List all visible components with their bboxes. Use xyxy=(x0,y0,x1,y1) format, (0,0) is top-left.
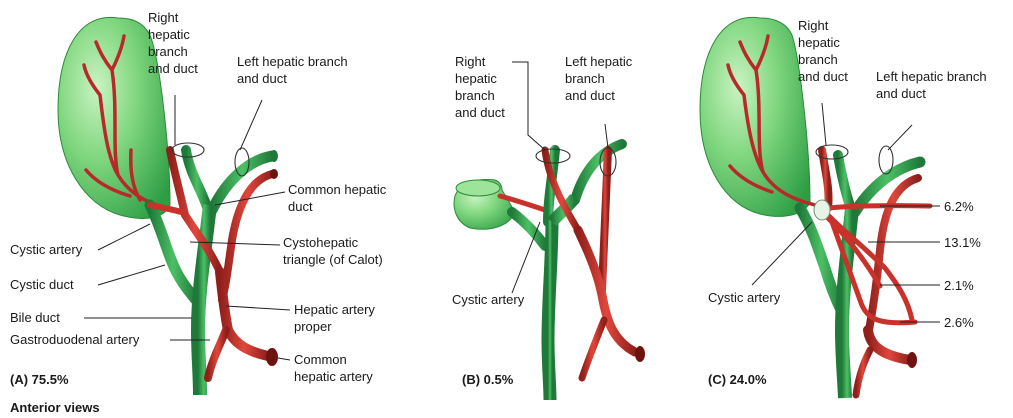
label-gastroduodenal: Gastroduodenal artery xyxy=(10,332,140,347)
gastroduodenal-artery xyxy=(582,320,604,378)
label-common-hepatic-artery: Common hepatic artery xyxy=(294,352,373,384)
gastroduodenal-artery xyxy=(208,330,226,378)
label-right-hepatic: Right hepatic branch and duct xyxy=(798,18,848,84)
panel-b: Right hepatic branch and duct Left hepat… xyxy=(452,54,645,400)
artery-end xyxy=(907,352,917,368)
label-right-hepatic: Right hepatic branch and duct xyxy=(455,54,505,120)
footer: Anterior views xyxy=(10,400,100,415)
leader xyxy=(822,103,826,145)
caption-c: (C) 24.0% xyxy=(708,372,767,387)
leader xyxy=(888,125,912,150)
label-left-hepatic: Left hepatic branch and duct xyxy=(565,54,636,103)
hepatic-artery-proper xyxy=(868,330,910,360)
artery-end xyxy=(635,346,645,362)
leader xyxy=(278,358,290,360)
gallbladder-opening xyxy=(456,180,500,196)
leader xyxy=(605,124,608,148)
left-hepatic-duct xyxy=(575,144,622,200)
right-hepatic-duct xyxy=(186,150,208,210)
percent-label: 13.1% xyxy=(944,235,981,250)
cystic-duct xyxy=(512,212,545,246)
duct-end-right xyxy=(270,150,278,162)
leader xyxy=(512,62,545,150)
ring-left-hepatic xyxy=(879,146,893,174)
label-cystic-duct: Cystic duct xyxy=(10,277,74,292)
label-hepatic-artery-proper: Hepatic artery proper xyxy=(294,302,379,334)
junction-marker xyxy=(814,200,830,220)
bile-duct xyxy=(548,220,552,400)
label-cystic-artery: Cystic artery xyxy=(10,242,83,257)
label-left-hepatic: Left hepatic branch and duct xyxy=(876,69,990,101)
percent-label: 2.6% xyxy=(944,315,974,330)
caption-b: (B) 0.5% xyxy=(462,372,514,387)
leader xyxy=(240,100,262,150)
label-left-hepatic: Left hepatic branch and duct xyxy=(237,54,351,86)
label-right-hepatic: Right hepatic branch and duct xyxy=(148,10,198,76)
leader xyxy=(512,222,540,293)
artery-end-left xyxy=(270,169,278,179)
artery-end xyxy=(266,348,278,366)
label-cystic-artery: Cystic artery xyxy=(708,290,781,305)
left-hepatic-artery xyxy=(222,174,272,300)
left-hepatic-artery xyxy=(602,150,608,290)
percent-label: 2.1% xyxy=(944,278,974,293)
leader xyxy=(98,265,165,285)
caption-a: (A) 75.5% xyxy=(10,372,69,387)
leader xyxy=(752,222,812,285)
label-bile-duct: Bile duct xyxy=(10,310,60,325)
label-cystohepatic: Cystohepatic triangle (of Calot) xyxy=(283,235,383,267)
leader xyxy=(98,224,150,250)
panel-c: Right hepatic branch and duct Left hepat… xyxy=(700,17,990,398)
percent-label: 6.2% xyxy=(944,199,974,214)
leader xyxy=(226,306,290,310)
label-common-hepatic-duct: Common hepatic duct xyxy=(288,182,390,214)
right-hepatic-duct xyxy=(838,155,852,212)
gastroduodenal-artery xyxy=(856,350,870,395)
label-cystic-artery: Cystic artery xyxy=(452,292,525,307)
panel-a: Right hepatic branch and duct Left hepat… xyxy=(10,10,390,415)
